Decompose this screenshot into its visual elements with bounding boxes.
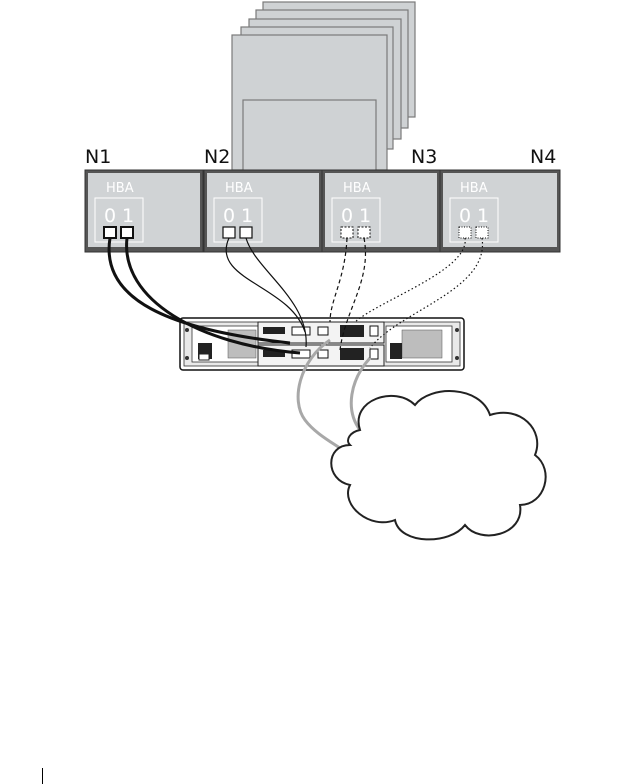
hba-label: HBA [460,181,488,196]
hba-port-icon [358,227,370,238]
node-n4: HBA 0 1 [440,170,560,252]
hba-port-icon [121,227,133,238]
storage-array-icon [180,318,464,370]
network-cloud-icon [331,391,545,539]
port-number: 0 [223,205,235,227]
node-n2: HBA 0 1 [204,170,322,252]
port-number: 1 [241,205,253,227]
node-label-n2: N2 [204,146,230,168]
port-number: 0 [341,205,353,227]
port-number: 1 [359,205,371,227]
hba-label: HBA [343,181,371,196]
hba-port-icon [459,227,471,238]
hba-label: HBA [106,181,134,196]
node-n1: HBA 0 1 [85,170,203,252]
port-number: 1 [477,205,489,227]
port-number: 0 [459,205,471,227]
port-number: 0 [104,205,116,227]
hba-label: HBA [225,181,253,196]
hba-port-icon [223,227,235,238]
node-n3: HBA 0 1 [322,170,440,252]
hba-port-icon [240,227,252,238]
node-label-n3: N3 [411,146,437,168]
hba-port-icon [341,227,353,238]
port-number: 1 [122,205,134,227]
node-label-n4: N4 [530,146,556,168]
node-label-n1: N1 [85,146,111,168]
page-margin-rule [42,768,43,784]
hba-port-icon [476,227,488,238]
hba-port-icon [104,227,116,238]
server-stack-icon [232,2,415,172]
